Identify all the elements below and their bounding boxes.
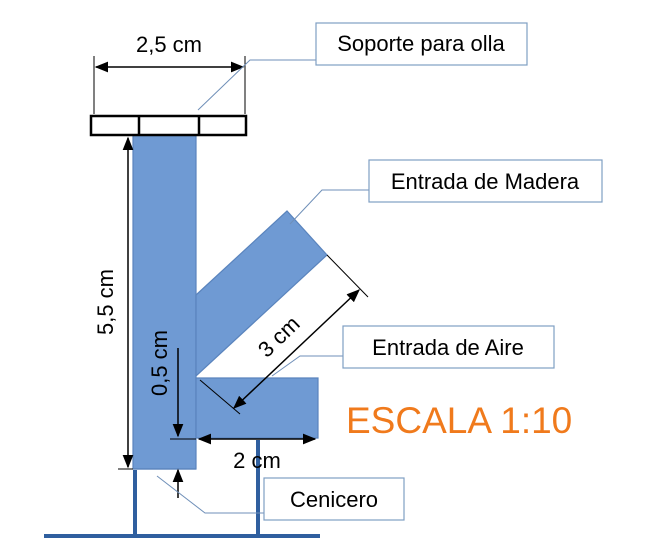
diagonal-text: 3 cm xyxy=(253,311,305,362)
soporte-callout xyxy=(315,22,528,66)
madera-callout xyxy=(368,159,603,203)
scale-text: ESCALA 1:10 xyxy=(346,400,572,441)
aire-leader xyxy=(271,355,343,377)
diagonal-dimension-line xyxy=(233,289,360,409)
soporte-leader xyxy=(197,59,316,111)
soporte-label: Soporte para olla xyxy=(337,31,505,56)
madera-leader xyxy=(289,189,369,225)
chimney-column xyxy=(132,134,197,470)
cenicero-leader xyxy=(156,475,264,514)
bottom-text: 2 cm xyxy=(233,448,281,473)
height-text: 5,5 cm xyxy=(93,269,118,335)
pot-support-bar xyxy=(89,114,248,137)
top-width-text: 2,5 cm xyxy=(136,32,202,57)
madera-label: Entrada de Madera xyxy=(391,169,580,194)
inner-text: 0,5 cm xyxy=(147,330,172,396)
aire-label: Entrada de Aire xyxy=(372,335,524,360)
diagonal-ext-bottom xyxy=(199,379,241,415)
cenicero-callout xyxy=(263,477,405,521)
aire-callout xyxy=(342,325,555,369)
diagonal-ext-top xyxy=(326,254,369,298)
cenicero-label: Cenicero xyxy=(290,487,378,512)
